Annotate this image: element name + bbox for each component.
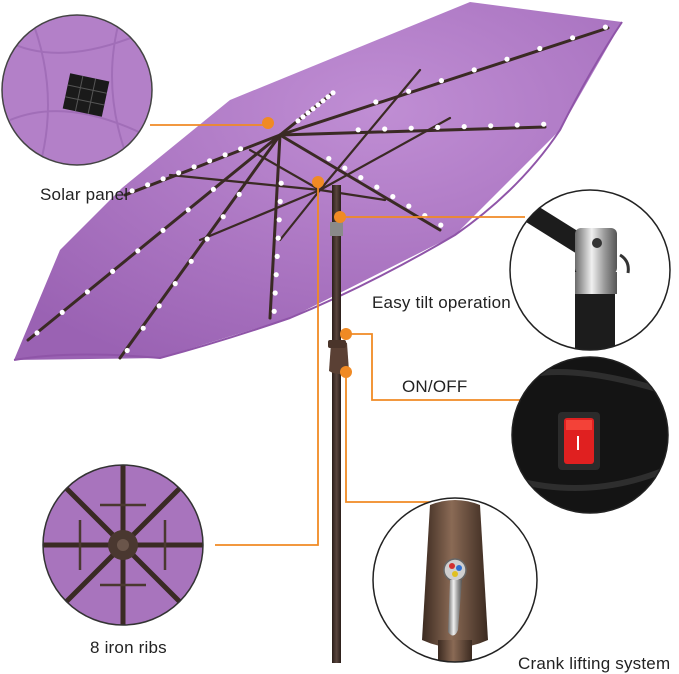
led-dot [390, 194, 396, 200]
switch-callout [511, 356, 669, 514]
iron-ribs-label: 8 iron ribs [90, 638, 167, 657]
led-dot [176, 170, 182, 176]
power-switch-icon [558, 412, 600, 470]
led-dot [204, 236, 210, 242]
led-dot [275, 235, 281, 241]
leader-dots [262, 117, 352, 378]
led-dot [300, 114, 306, 120]
led-dot [438, 222, 444, 228]
leader-lines [150, 124, 525, 546]
led-dot [330, 90, 336, 96]
led-dot [406, 203, 412, 209]
support-stretchers [168, 68, 452, 242]
led-dot [274, 253, 280, 259]
led-lights [34, 24, 609, 354]
led-dot [160, 227, 166, 233]
tilt-operation-label: Easy tilt operation [372, 293, 511, 312]
led-dot [110, 268, 116, 274]
led-dot [488, 123, 494, 129]
led-dot [570, 35, 576, 41]
led-dot [514, 122, 520, 128]
led-dot [188, 258, 194, 264]
led-dot [342, 165, 348, 171]
led-dot [172, 281, 178, 287]
led-dot [273, 272, 279, 278]
led-dot [191, 164, 197, 170]
umbrella-pole [328, 185, 349, 663]
led-dot [325, 94, 331, 100]
led-dot [504, 56, 510, 62]
led-dot [305, 110, 311, 116]
led-dot [438, 78, 444, 84]
led-dot [145, 182, 151, 188]
crank-lifting-label: Crank lifting system [518, 654, 671, 673]
ribs-callout [42, 464, 204, 626]
solar-panel-icon [62, 73, 110, 117]
led-dot [238, 146, 244, 152]
led-dot [326, 156, 332, 162]
led-dot [220, 214, 226, 220]
led-dot [471, 67, 477, 73]
led-dot [207, 158, 213, 164]
led-dot [276, 217, 282, 223]
led-dot [358, 175, 364, 181]
led-dot [185, 207, 191, 213]
crank-callout [372, 497, 538, 663]
led-dot [295, 118, 301, 124]
led-dot [461, 124, 467, 130]
led-dot [277, 198, 283, 205]
led-dot [382, 126, 388, 132]
led-dot [355, 127, 361, 133]
led-dot [320, 98, 326, 104]
led-dot [222, 152, 228, 158]
led-dot [435, 124, 441, 130]
led-dot [315, 102, 321, 108]
led-dot [537, 45, 543, 52]
solar-panel-callout [1, 14, 153, 166]
led-dot [210, 186, 216, 192]
led-dot [272, 290, 278, 296]
led-dot [236, 191, 242, 197]
crank-handle-icon [422, 500, 488, 662]
led-dot [59, 309, 65, 315]
led-dot [541, 121, 547, 127]
tilt-callout [509, 189, 671, 351]
on-off-label: ON/OFF [402, 377, 468, 396]
led-dot [135, 248, 141, 254]
led-dot [129, 188, 135, 194]
led-dot [278, 180, 284, 186]
solar-panel-label: Solar panel [40, 185, 129, 204]
led-dot [406, 88, 412, 94]
led-dot [271, 308, 277, 314]
led-dot [602, 24, 609, 30]
led-dot [310, 106, 316, 112]
led-dot [140, 325, 146, 331]
led-dot [160, 176, 166, 182]
led-dot [408, 125, 414, 131]
led-dot [373, 99, 379, 105]
led-dot [34, 330, 40, 336]
led-dot [156, 303, 162, 309]
led-dot [84, 289, 90, 295]
led-dot [124, 347, 130, 354]
led-dot [374, 184, 380, 190]
